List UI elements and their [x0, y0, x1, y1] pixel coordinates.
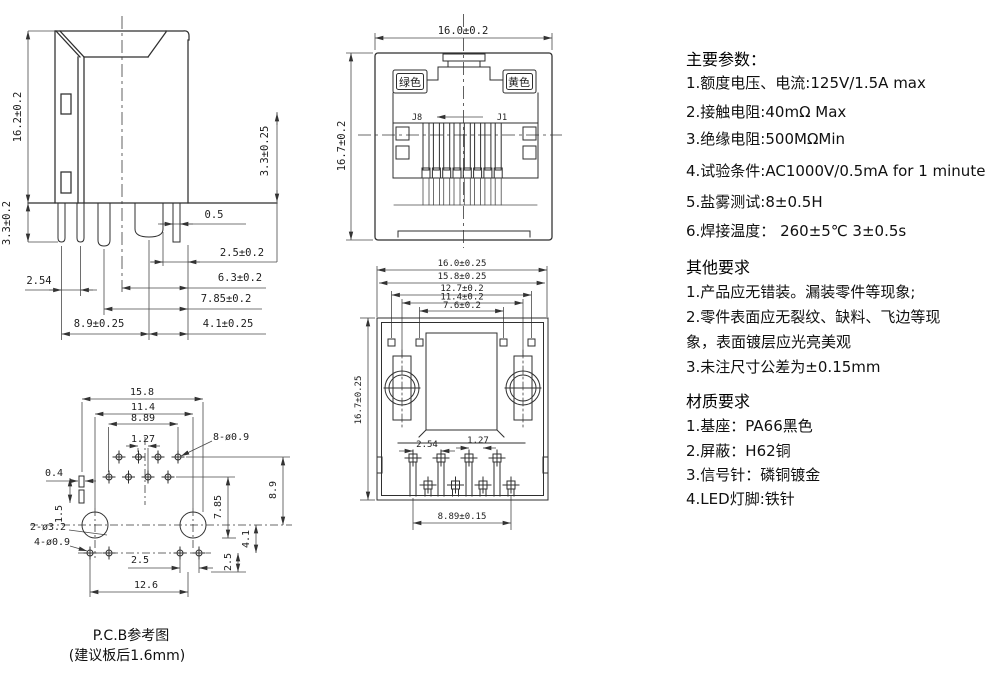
spec-line: 4.LED灯脚:铁针: [686, 490, 795, 508]
front-view-drawing: 16.0±0.2 16.7±0.2: [336, 14, 562, 248]
spec-line: 1.基座：PA66黑色: [686, 417, 813, 435]
pcb-caption-line1: P.C.B参考图: [92, 628, 170, 644]
pcb-holes: [78, 450, 207, 560]
dim-label: 0.4: [45, 468, 63, 479]
hole-callout: 8-ø0.9: [213, 432, 249, 443]
material-reqs-heading: 材质要求: [686, 392, 751, 411]
dim-label: 4.1±0.25: [203, 318, 254, 330]
front-view-labels: J8 J1 绿色 黄色: [399, 75, 530, 123]
bottom-view-pins: [404, 449, 520, 497]
dim-label: 8.89±0.15: [438, 512, 487, 522]
dim-label: 1.27: [131, 434, 155, 445]
dim-label: 8.9: [268, 481, 279, 499]
dim-label: 2.5: [223, 553, 234, 571]
spec-line: 2.零件表面应无裂纹、缺料、飞边等现: [686, 308, 941, 326]
spec-line: 4.试验条件:AC1000V/0.5mA for 1 minute: [686, 162, 986, 180]
dim-label: 0.5: [205, 209, 224, 221]
side-view-dimensions: [25, 30, 280, 340]
pin-label-j8: J8: [412, 113, 422, 123]
dim-label: 15.8: [130, 387, 154, 398]
dim-label: 2.5±0.2: [220, 247, 264, 259]
dim-label: 4.1: [241, 530, 252, 548]
pin-label-j1: J1: [497, 113, 507, 123]
dim-label: 6.3±0.2: [218, 272, 262, 284]
bottom-view-dim-labels: 16.0±0.25 15.8±0.25 12.7±0.2 11.4±0.2 7.…: [354, 259, 489, 522]
dim-label: 16.2±0.2: [12, 92, 24, 143]
dim-label: 16.0±0.25: [438, 259, 487, 269]
dim-label: 12.7±0.2: [440, 284, 483, 294]
side-view-pins: [57, 202, 181, 247]
spec-line: 5.盐雾测试:8±0.5H: [686, 193, 823, 211]
led-label-yellow: 黄色: [508, 75, 530, 89]
spec-line: 1.产品应无错装。漏装零件等现象;: [686, 283, 916, 301]
front-view-contacts: [393, 122, 538, 206]
dim-label: 8.89: [131, 413, 155, 424]
pcb-centerlines: [30, 437, 292, 558]
spec-line: 1.额度电压、电流:125V/1.5A max: [686, 74, 926, 92]
spec-line: 象，表面镀层应光亮美观: [686, 333, 852, 351]
spec-line: 2.屏蔽：H62铜: [686, 442, 791, 460]
dim-label: 11.4±0.2: [440, 293, 483, 303]
dim-label: 2.54: [26, 275, 51, 287]
hole-callout: 4-ø0.9: [34, 537, 70, 548]
spec-line: 2.接触电阻:40mΩ Max: [686, 103, 847, 121]
dim-label: 16.0±0.2: [438, 25, 489, 37]
side-view-drawing: 16.2±0.2 3.3±0.2 3.3±0.25 0.5 2.5±0.2 2.…: [1, 16, 280, 340]
dim-label: 1.27: [467, 436, 489, 446]
dim-label: 7.6±0.2: [443, 301, 481, 311]
main-params-heading: 主要参数：: [686, 50, 767, 69]
bottom-view-dimensions: [360, 266, 548, 530]
dim-label: 3.3±0.2: [1, 201, 13, 245]
dim-label: 7.85: [213, 495, 224, 519]
hole-callout: 2-ø3.2: [30, 522, 66, 533]
spec-line: 6.焊接温度： 260±5℃ 3±0.5s: [686, 222, 907, 240]
pcb-view-drawing: 15.8 11.4 8.89 1.27 8-ø0.9 0.4 1.5 2-ø3.…: [30, 387, 292, 597]
dim-label: 15.8±0.25: [438, 272, 487, 282]
pcb-caption-line2: (建议板后1.6mm): [68, 648, 186, 664]
dim-label: 2.5: [131, 555, 149, 566]
front-view-dimensions: [346, 33, 553, 241]
dim-label: 7.85±0.2: [201, 293, 252, 305]
dim-label: 16.7±0.25: [354, 376, 364, 425]
pcb-dimensions: [46, 396, 290, 597]
side-view-dim-labels: 16.2±0.2 3.3±0.2 3.3±0.25 0.5 2.5±0.2 2.…: [1, 92, 271, 330]
dim-label: 12.6: [134, 580, 158, 591]
dim-label: 8.9±0.25: [74, 318, 125, 330]
led-label-green: 绿色: [399, 75, 421, 89]
bottom-view-shell: [376, 317, 549, 501]
side-view-body: [27, 30, 278, 204]
dim-label: 11.4: [131, 402, 155, 413]
dim-label: 1.5: [54, 505, 65, 523]
dim-label: 3.3±0.25: [259, 126, 271, 177]
spec-line: 3.信号针：磷铜镀金: [686, 466, 821, 484]
other-reqs-heading: 其他要求: [686, 258, 751, 277]
spec-line: 3.未注尺寸公差为±0.15mm: [686, 358, 881, 376]
pcb-dim-labels: 15.8 11.4 8.89 1.27 8-ø0.9 0.4 1.5 2-ø3.…: [30, 387, 279, 591]
spec-line: 3.绝缘电阻:500MΩMin: [686, 130, 846, 148]
dim-label: 2.54: [416, 440, 438, 450]
bottom-view-drawing: 16.0±0.25 15.8±0.25 12.7±0.2 11.4±0.2 7.…: [354, 259, 549, 530]
bottom-view-posts: [383, 349, 542, 429]
dim-label: 16.7±0.2: [336, 121, 348, 172]
